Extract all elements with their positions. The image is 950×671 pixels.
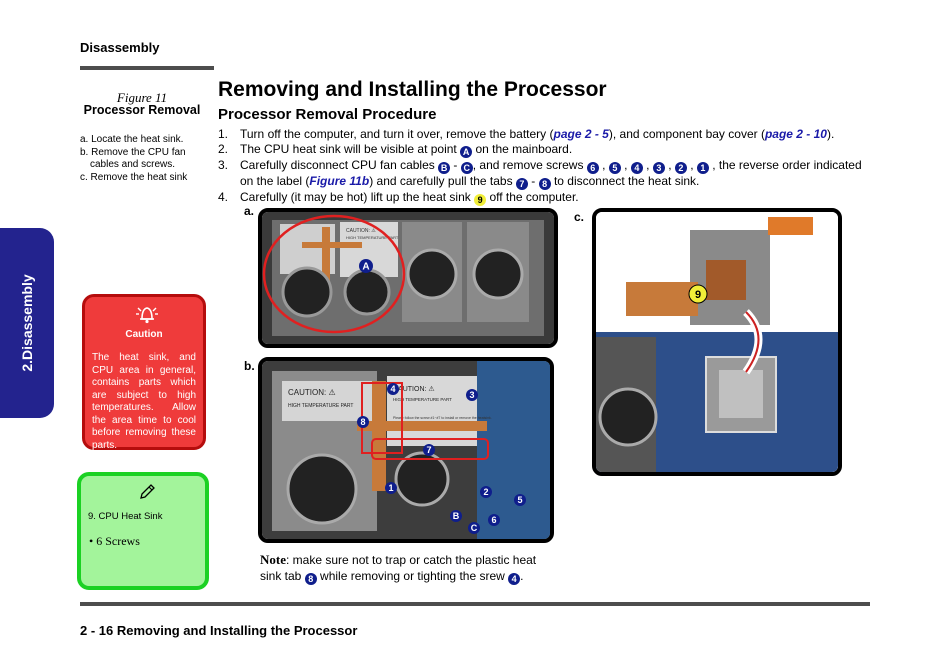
figure-step-a: a. Locate the heat sink. (80, 134, 184, 145)
note-box: 9. CPU Heat Sink • 6 Screws (77, 472, 209, 590)
caution-box: Caution The heat sink, and CPU area in g… (82, 294, 206, 451)
marker-a-badge: A (460, 146, 473, 158)
photo-b-marker-2: 2 (480, 486, 492, 498)
photo-c-heatsink-removed: 9 (592, 208, 842, 476)
sticker-b2-instruction-text: Please follow the screw #1~#7 to install… (393, 416, 492, 420)
screw-4-badge: 4 (630, 162, 643, 174)
figure-step-list: a. Locate the heat sink. b. Remove the C… (80, 134, 210, 184)
screw-2-badge: 2 (674, 162, 687, 174)
caution-text: The heat sink, and CPU area in general, … (92, 352, 196, 451)
figure-title: Processor Removal (83, 103, 201, 117)
figure-step-b: b. Remove the CPU fan cables and screws. (80, 146, 186, 171)
tab-7-badge: 7 (515, 178, 528, 190)
photo-b-marker-b: B (450, 510, 462, 522)
marker-b-badge: B (438, 162, 451, 174)
note-item: 9. CPU Heat Sink (88, 511, 163, 522)
note-lead: Note (260, 552, 286, 567)
step-text: The CPU heat sink will be visible at poi… (240, 142, 461, 156)
note-text: . (520, 569, 524, 583)
note-bullet: • 6 Screws (89, 534, 140, 548)
section-header: Disassembly (80, 40, 160, 55)
note-text: : make sure not to trap or catch the pla… (260, 553, 537, 583)
figure-caption: Figure 11 (116, 90, 168, 105)
screw-5-badge: 5 (608, 162, 621, 174)
header-rule (80, 66, 214, 70)
step-text: Carefully disconnect CPU fan cables (240, 158, 439, 172)
step-text: ). (826, 127, 835, 141)
step-text: to disconnect the heat sink. (550, 174, 700, 188)
screw-1-badge: 1 (696, 162, 709, 174)
procedure-steps: 1. Turn off the computer, and turn it ove… (218, 127, 868, 206)
photo-b-marker-5: 5 (514, 494, 526, 506)
heatsink-9-badge: 9 (474, 194, 487, 206)
photo-b-marker-8: 8 (357, 416, 369, 428)
note-text: while removing or tighting the srew (316, 569, 509, 583)
step-text: - (527, 174, 539, 188)
step-text: , and remove screws (472, 158, 587, 172)
photo-b-marker-c: C (468, 522, 480, 534)
procedure-step-2: 2. The CPU heat sink will be visible at p… (218, 142, 868, 158)
step-text: , the reverse order indicated on the lab… (240, 158, 862, 188)
sticker-b2-caution-text: CAUTION: ⚠ (393, 385, 435, 393)
tab-warning-note: Note: make sure not to trap or catch the… (260, 552, 560, 585)
marker-c-badge: C (460, 162, 473, 174)
page-title: Removing and Installing the Processor (218, 78, 607, 101)
procedure-step-4: 4. Carefully (it may be hot) lift up the … (218, 190, 868, 206)
photo-a-heatsink-location: CAUTION: ⚠ HIGH TEMPERATURE PART A (258, 208, 558, 348)
procedure-step-3: 3.Carefully disconnect CPU fan cables B … (218, 158, 862, 190)
chapter-side-tab-label: 2.Disassembly (19, 274, 35, 372)
step-text: on the mainboard. (472, 142, 573, 156)
photo-c-marker-9: 9 (695, 289, 701, 301)
step-text: ) and carefully pull the tabs (369, 174, 516, 188)
page-footer: 2 - 16 Removing and Installing the Proce… (80, 623, 358, 638)
tab-8-badge: 8 (304, 573, 317, 585)
photo-b-marker-4: 4 (387, 383, 399, 395)
sticker-b1-temp-text: HIGH TEMPERATURE PART (288, 403, 353, 409)
screw-6-badge: 6 (586, 162, 599, 174)
step-number: 4. (218, 190, 229, 204)
step-number: 3. (218, 158, 229, 172)
chapter-side-tab[interactable]: 2.Disassembly (0, 228, 54, 418)
step-text: Carefully (it may be hot) lift up the he… (240, 190, 475, 204)
procedure-step-1: 1. Turn off the computer, and turn it ove… (218, 127, 868, 142)
step-text: Turn off the computer, and turn it over,… (240, 127, 554, 141)
sticker-b2-temp-text: HIGH TEMPERATURE PART (393, 397, 452, 402)
step-text: ), and component bay cover ( (608, 127, 765, 141)
photo-a-marker-a: A (362, 262, 369, 273)
bay-cover-page-link[interactable]: page 2 - 10 (764, 127, 827, 141)
screw-3-badge: 3 (652, 162, 665, 174)
tab-8-badge: 8 (538, 178, 551, 190)
footer-rule (80, 602, 870, 606)
sticker-temp-text: HIGH TEMPERATURE PART (346, 235, 399, 240)
photo-a-label: a. (244, 204, 255, 218)
step-number: 1. (218, 127, 229, 141)
photo-b-marker-7: 7 (423, 444, 435, 456)
photo-b-screws-and-cables: CAUTION: ⚠ HIGH TEMPERATURE PART CAUTION… (258, 357, 554, 543)
photo-c-label: c. (574, 210, 585, 224)
procedure-subtitle: Processor Removal Procedure (218, 106, 437, 123)
photo-b-marker-6: 6 (488, 514, 500, 526)
figure-11b-link[interactable]: Figure 11b (309, 174, 370, 188)
step-text: off the computer. (486, 190, 579, 204)
sticker-caution-text: CAUTION: ⚠ (346, 228, 376, 234)
step-number: 2. (218, 142, 229, 156)
photo-b-marker-1: 1 (385, 482, 397, 494)
caution-title: Caution (125, 329, 163, 340)
battery-page-link[interactable]: page 2 - 5 (553, 127, 609, 141)
sticker-b1-caution-text: CAUTION: ⚠ (288, 388, 336, 397)
figure-step-c: c. Remove the heat sink (80, 171, 188, 183)
alarm-bell-icon (136, 307, 158, 324)
photo-b-marker-3: 3 (466, 389, 478, 401)
pen-icon (140, 484, 155, 499)
screw-4-badge: 4 (508, 573, 521, 585)
photo-b-label: b. (244, 359, 255, 373)
step-text: - (450, 158, 461, 172)
